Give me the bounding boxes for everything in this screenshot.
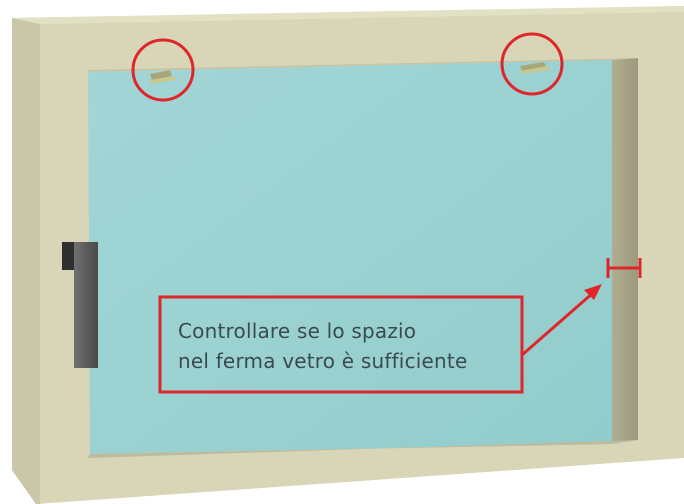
glass-pane (88, 60, 612, 454)
frame-rebate-bottom (88, 440, 638, 458)
hinge-icon-right (520, 62, 550, 74)
hinge-icon-left (150, 70, 176, 84)
frame-rebate-top (88, 58, 638, 72)
frame-top-edge (12, 6, 684, 24)
callout-line-2: nel ferma vetro è sufficiente (178, 349, 468, 373)
measure-gap-icon (606, 258, 642, 278)
frame-rebate-right (612, 58, 638, 442)
window-handle (62, 242, 98, 368)
callout-box (158, 295, 524, 394)
frame-left-edge (12, 18, 40, 504)
arrow-icon (521, 284, 602, 357)
callout-text: Controllare se lo spazio nel ferma vetro… (178, 316, 518, 376)
callout-line-1: Controllare se lo spazio (178, 319, 417, 343)
highlight-circle-right (500, 32, 564, 96)
highlight-circle-left (131, 38, 195, 102)
